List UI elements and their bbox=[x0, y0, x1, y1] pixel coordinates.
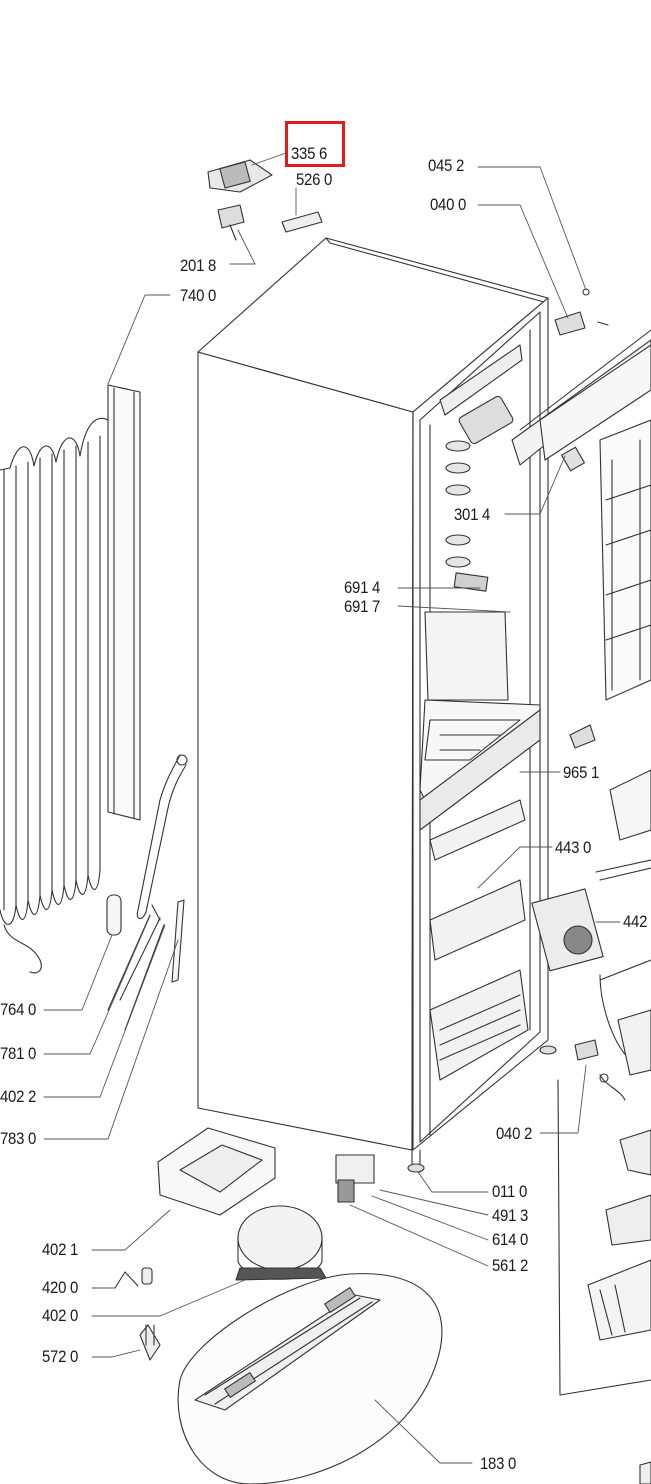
callout-201-8[interactable]: 201 8 bbox=[180, 256, 217, 275]
callout-301-4[interactable]: 301 4 bbox=[454, 505, 491, 524]
callout-442[interactable]: 442 bbox=[623, 912, 648, 931]
inner-wall-vents bbox=[445, 440, 471, 568]
callout-965-1[interactable]: 965 1 bbox=[563, 763, 600, 782]
callout-045-2[interactable]: 045 2 bbox=[428, 156, 465, 175]
callout-183-0[interactable]: 183 0 bbox=[480, 1454, 517, 1473]
callout-491-3[interactable]: 491 3 bbox=[492, 1206, 529, 1225]
callout-740-0[interactable]: 740 0 bbox=[180, 286, 217, 305]
callout-691-7[interactable]: 691 7 bbox=[344, 597, 381, 616]
callout-402-2[interactable]: 402 2 bbox=[0, 1087, 37, 1106]
highlight-box bbox=[285, 121, 345, 167]
condenser-coil bbox=[0, 384, 141, 974]
callout-335-6[interactable]: 335 6 bbox=[291, 144, 328, 163]
dryer-and-tubes bbox=[106, 754, 188, 1031]
callout-783-0[interactable]: 783 0 bbox=[0, 1129, 37, 1148]
callout-614-0[interactable]: 614 0 bbox=[492, 1230, 529, 1249]
callout-572-0[interactable]: 572 0 bbox=[42, 1347, 79, 1366]
callout-691-4[interactable]: 691 4 bbox=[344, 578, 381, 597]
callout-040-0[interactable]: 040 0 bbox=[430, 195, 467, 214]
callout-420-0[interactable]: 420 0 bbox=[42, 1278, 79, 1297]
callout-040-2[interactable]: 040 2 bbox=[496, 1124, 533, 1143]
refrigerator-cabinet bbox=[197, 237, 557, 1173]
callout-443-0[interactable]: 443 0 bbox=[555, 838, 592, 857]
callout-011-0[interactable]: 011 0 bbox=[492, 1182, 528, 1201]
callout-402-0[interactable]: 402 0 bbox=[42, 1306, 79, 1325]
thermostat-assembly bbox=[207, 159, 323, 241]
callout-781-0[interactable]: 781 0 bbox=[0, 1044, 37, 1063]
callout-764-0[interactable]: 764 0 bbox=[0, 1000, 37, 1019]
right-side-parts bbox=[511, 288, 651, 1484]
callout-561-2[interactable]: 561 2 bbox=[492, 1256, 529, 1275]
leader-lines bbox=[43, 152, 621, 1464]
compressor-area bbox=[114, 1127, 443, 1484]
callout-402-1[interactable]: 402 1 bbox=[42, 1240, 79, 1259]
callout-526-0[interactable]: 526 0 bbox=[296, 170, 333, 189]
